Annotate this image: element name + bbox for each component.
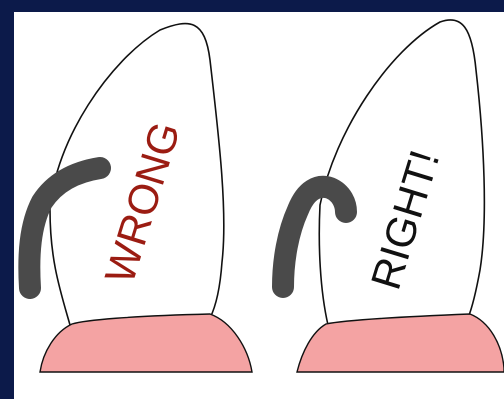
right-example: RIGHT! [283, 20, 504, 372]
wrong-example: WRONG [29, 24, 252, 372]
